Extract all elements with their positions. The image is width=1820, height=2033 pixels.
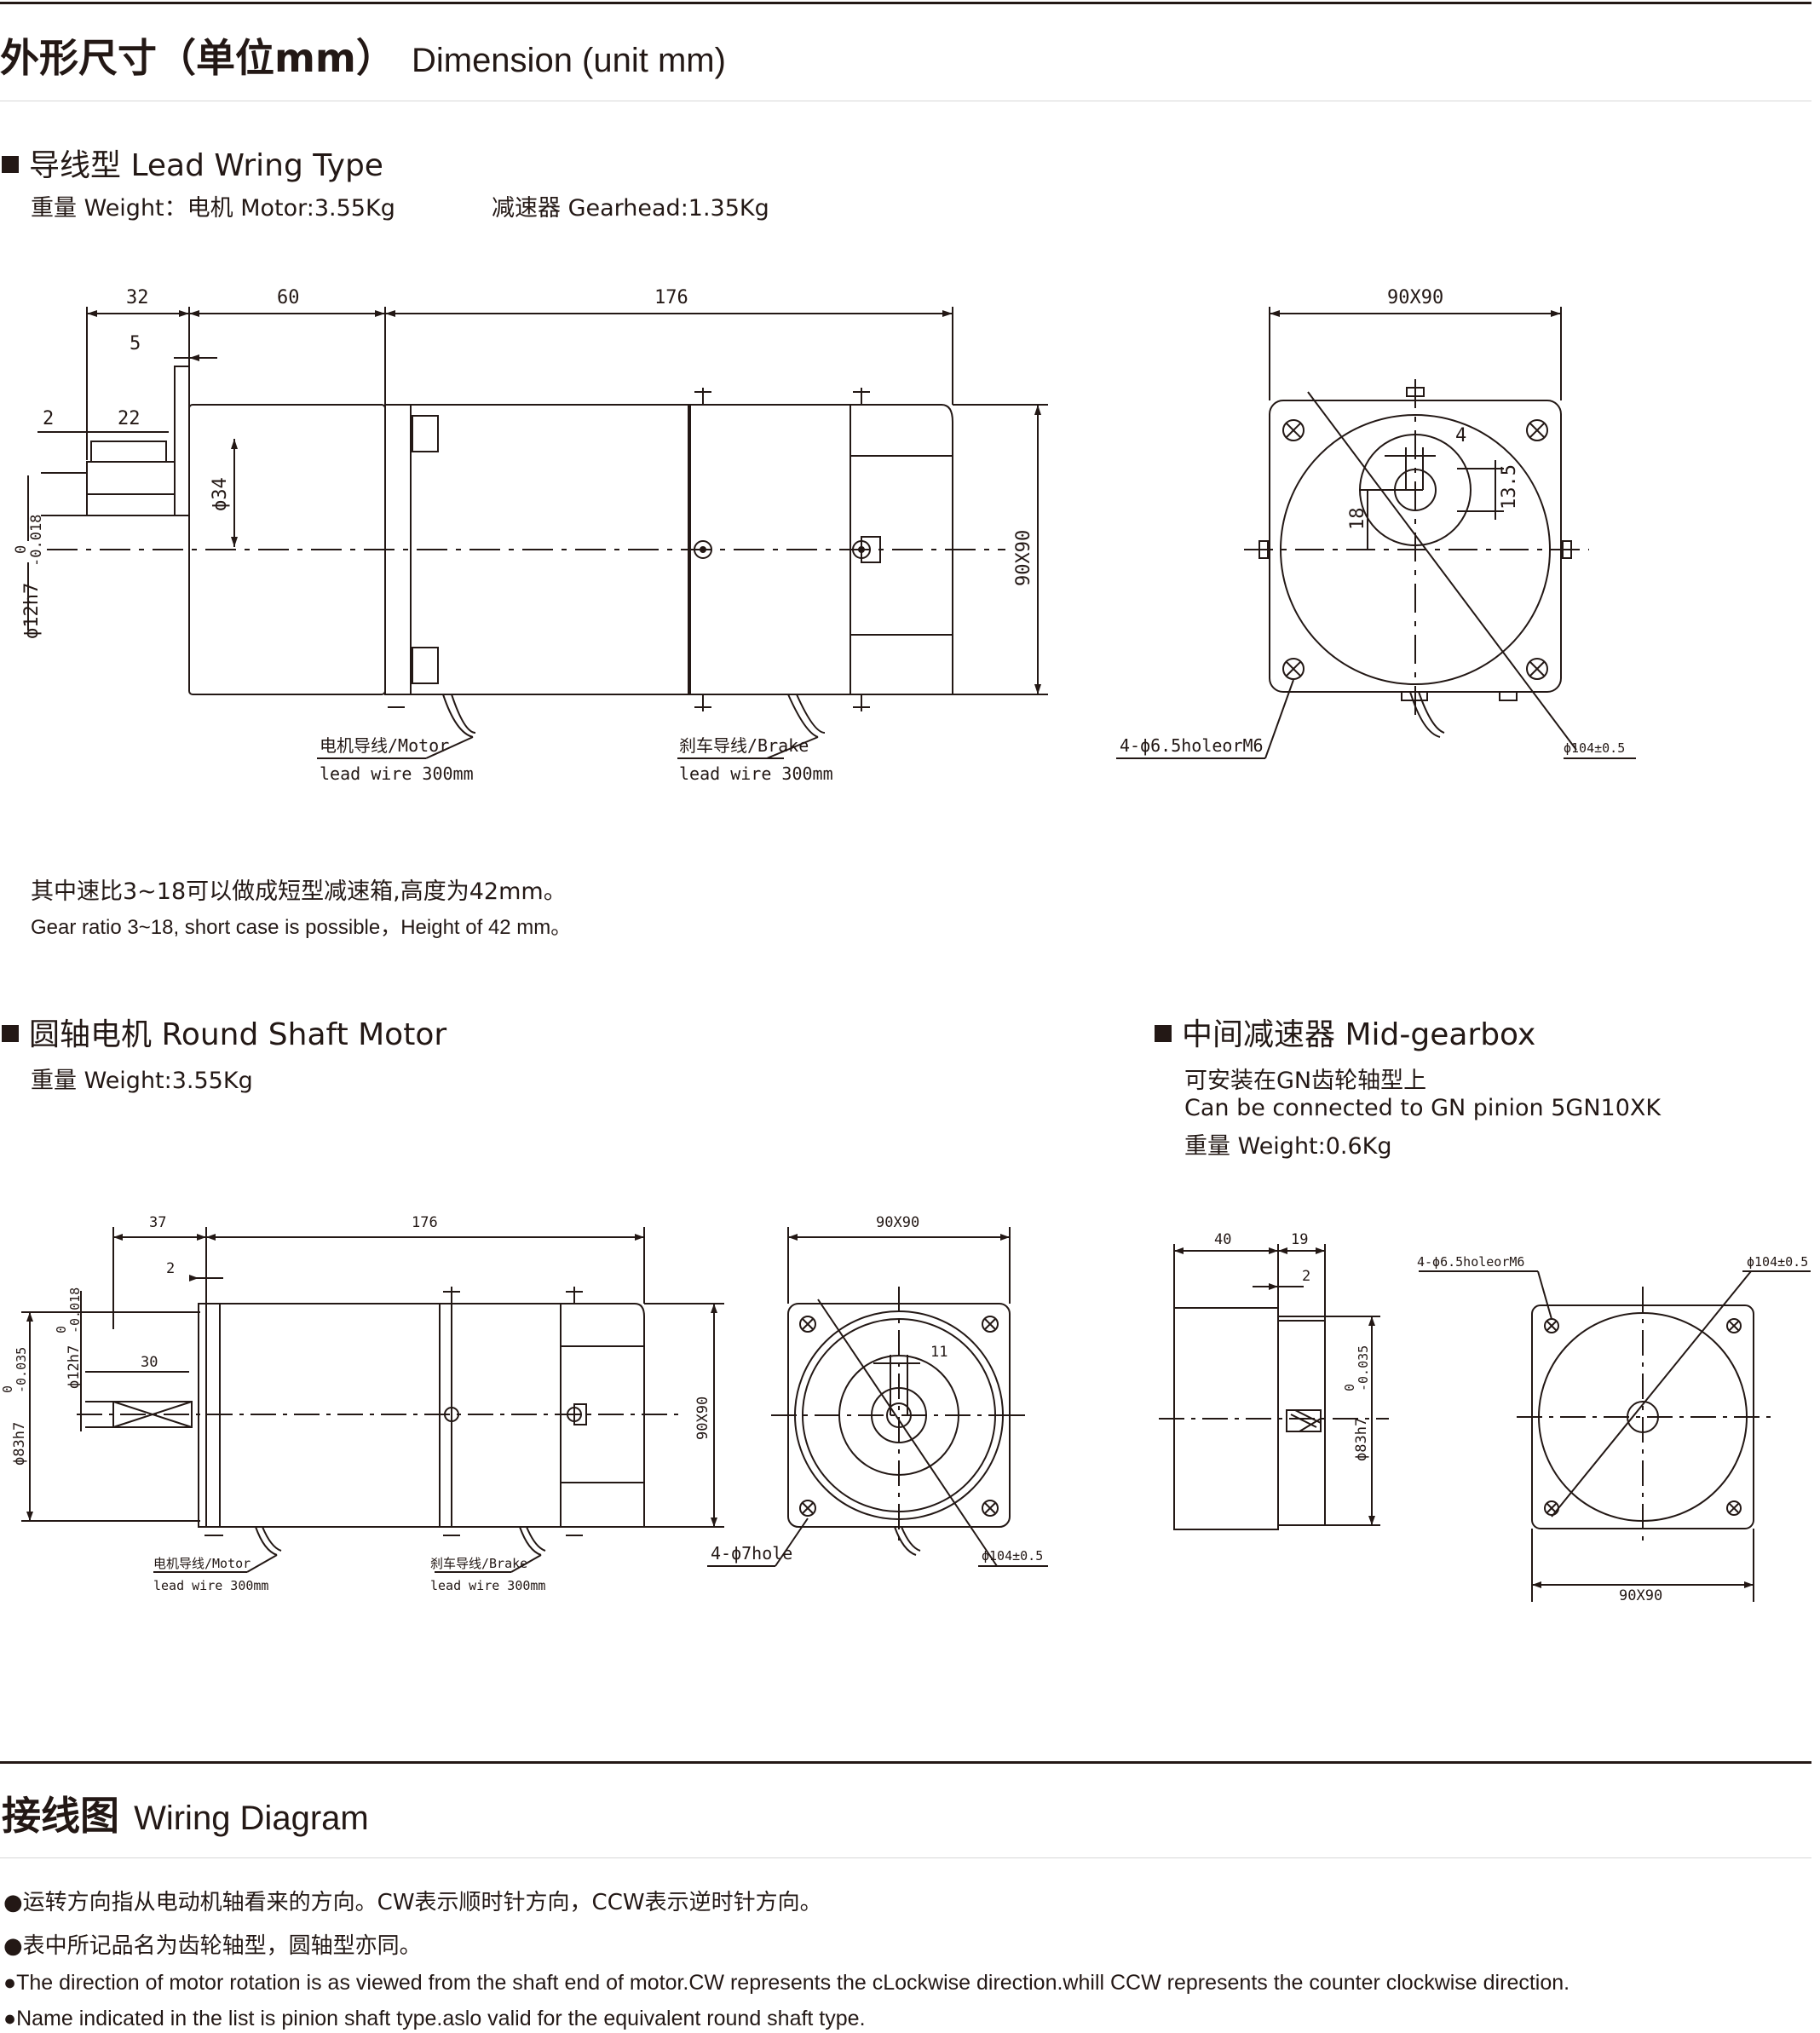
wiring-title: 接线图 Wiring Diagram (2, 1785, 369, 1841)
motor-wire-label-2: lead wire 300mm (320, 763, 474, 784)
page-title-en: Dimension (unit mm) (411, 42, 726, 79)
top-rule (0, 2, 1811, 4)
mid-gearbox-line1: 可安装在GN齿轮轴型上 (1184, 1068, 1427, 1094)
tol83-upper: 0 (0, 1385, 15, 1393)
dim-13-5: 13.5 (1499, 464, 1520, 510)
lead-type-title: 导线型 Lead Wring Type (2, 141, 383, 185)
holes-label: 4-ϕ6.5holeorM6 (1417, 1254, 1524, 1270)
round-shaft-weight: 重量 Weight:3.55Kg (31, 1068, 253, 1094)
wiring-bullet-1: ●运转方向指从电动机轴看来的方向。CW表示顺时针方向，CCW表示逆时针方向。 (3, 1890, 822, 1915)
dim-176: 176 (412, 1214, 438, 1231)
dim-37: 37 (149, 1214, 166, 1231)
dim-30: 30 (141, 1354, 158, 1371)
wiring-bullet-4: ●Name indicated in the list is pinion sh… (3, 2007, 866, 2030)
round-shaft-front-view: 90X90 11 4-ϕ7hole ϕ104±0.5 (707, 1214, 1048, 1567)
holes-label: 4-ϕ7hole (711, 1543, 792, 1564)
dim-phi12h7: ϕ12h7 (66, 1345, 83, 1389)
mid-gearbox-side-view: 40 19 2 ϕ83h7 0 -0.035 (1159, 1231, 1389, 1530)
lead-type-front-view: 90X90 4 13.5 18 4-ϕ6.5holeorM6 ϕ104±0.5 (1116, 287, 1636, 759)
dim-5: 5 (130, 333, 141, 354)
tol-lower: -0.035 (1356, 1345, 1371, 1391)
mid-gearbox-line2: Can be connected to GN pinion 5GN10XK (1184, 1095, 1662, 1121)
pcd-label: ϕ104±0.5 (1564, 740, 1625, 756)
mid-gearbox-front-view: 4-ϕ6.5holeorM6 ϕ104±0.5 90X90 (1417, 1254, 1811, 1602)
dim-90x90: 90X90 (694, 1397, 711, 1440)
page-title-cn: 外形尺寸（单位mm） (0, 35, 395, 81)
motor-wire-label-2: lead wire 300mm (153, 1578, 268, 1593)
dim-90x90: 90X90 (1013, 530, 1034, 586)
tol83-lower: -0.035 (14, 1347, 29, 1393)
tol12-lower: -0.018 (67, 1287, 83, 1333)
dim-22: 22 (118, 408, 141, 429)
front-dim-90x90: 90X90 (876, 1214, 919, 1231)
wiring-top-rule (0, 1761, 1811, 1764)
front-dim-90x90: 90X90 (1387, 287, 1443, 308)
dim-phi34: ϕ34 (210, 477, 231, 511)
dim-40: 40 (1214, 1231, 1231, 1248)
lead-type-side-view: 32 60 176 5 2 22 ϕ34 ϕ12h7 0 -0.018 90X9… (13, 287, 1048, 784)
dim-19: 19 (1291, 1231, 1308, 1248)
mid-gearbox-weight: 重量 Weight:0.6Kg (1184, 1133, 1392, 1160)
dim-2: 2 (166, 1260, 175, 1277)
lead-weight-motor: 重量 Weight：电机 Motor:3.55Kg (31, 195, 395, 222)
dim-2: 2 (43, 408, 54, 429)
wiring-bullet-2: ●表中所记品名为齿轮轴型，圆轴型亦同。 (3, 1933, 422, 1959)
tol12-upper: 0 (54, 1326, 69, 1333)
tol-upper: 0 (1342, 1384, 1357, 1391)
gear-ratio-note-cn: 其中速比3~18可以做成短型减速箱,高度为42mm。 (31, 878, 567, 905)
wiring-title-en: Wiring Diagram (134, 1800, 369, 1837)
wiring-divider (0, 1857, 1811, 1858)
dim-18: 18 (1347, 508, 1368, 531)
dim-phi83h7: ϕ83h7 (11, 1422, 28, 1466)
dim-phi12h7: ϕ12h7 (21, 583, 43, 639)
brake-wire-label-1: 刹车导线/Brake (430, 1556, 527, 1571)
motor-wire-label-1: 电机导线/Motor (320, 735, 449, 756)
wiring-title-cn: 接线图 (2, 1793, 119, 1839)
dim-11: 11 (930, 1344, 947, 1361)
holes-label: 4-ϕ6.5holeorM6 (1120, 735, 1264, 756)
round-shaft-side-view: 37 176 2 30 ϕ12h7 0 -0.018 ϕ83h7 0 -0.03… (0, 1214, 724, 1593)
dim-32: 32 (126, 287, 149, 308)
square-bullet-icon (2, 156, 19, 173)
brake-wire-label-2: lead wire 300mm (430, 1578, 545, 1593)
page-title: 外形尺寸（单位mm） Dimension (unit mm) (0, 27, 726, 84)
tol-lower: -0.018 (28, 515, 45, 567)
dim-2: 2 (1302, 1268, 1310, 1285)
dim-90x90: 90X90 (1619, 1587, 1662, 1602)
round-shaft-title: 圆轴电机 Round Shaft Motor (2, 1010, 446, 1054)
brake-wire-label-1: 刹车导线/Brake (679, 735, 809, 756)
wiring-bullet-3: ●The direction of motor rotation is as v… (3, 1971, 1570, 1995)
dim-176: 176 (654, 287, 688, 308)
gear-ratio-note-en: Gear ratio 3~18, short case is possible，… (31, 916, 572, 939)
dim-4: 4 (1455, 425, 1466, 446)
pcd-label: ϕ104±0.5 (1747, 1254, 1808, 1270)
lead-weight-gearhead: 减速器 Gearhead:1.35Kg (492, 195, 769, 222)
square-bullet-icon (1155, 1025, 1172, 1042)
brake-wire-label-2: lead wire 300mm (679, 763, 833, 784)
tol-upper: 0 (13, 545, 30, 554)
dim-phi83h7: ϕ83h7 (1353, 1418, 1370, 1461)
pcd-label: ϕ104±0.5 (982, 1548, 1043, 1564)
motor-wire-label-1: 电机导线/Motor (153, 1556, 251, 1571)
square-bullet-icon (2, 1025, 19, 1042)
dim-60: 60 (277, 287, 300, 308)
mid-gearbox-title: 中间减速器 Mid-gearbox (1155, 1010, 1535, 1054)
